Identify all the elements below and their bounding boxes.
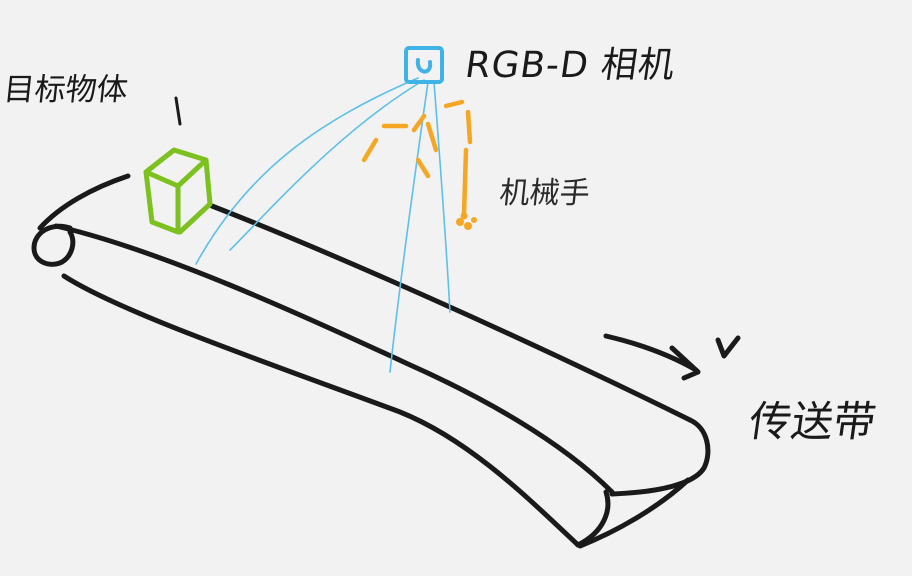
gripper-icon [456, 212, 477, 230]
cube-right-face [177, 157, 213, 235]
arrow-shaft [603, 333, 699, 373]
camera-ray-1 [195, 77, 419, 265]
cube-front-face [143, 169, 181, 235]
gripper-dot-1 [456, 218, 464, 226]
velocity-mark-v [715, 335, 741, 359]
conveyor-label: 传送带 [746, 397, 880, 446]
camera-body [404, 46, 444, 84]
camera-ray-2 [229, 79, 425, 251]
cube-top-face [143, 147, 209, 189]
arm-base-left [361, 137, 379, 163]
conveyor-right-end-curve [575, 489, 611, 548]
gripper-dot-2 [464, 222, 472, 230]
conveyor-top-edge-left [37, 173, 131, 231]
robot-arm-label: 机械手 [497, 176, 592, 211]
conveyor-right-roller [609, 417, 711, 497]
rgbd-camera-label: RGB-D 相机 [462, 45, 679, 86]
target-label-leader [174, 96, 182, 126]
arm-link-2 [411, 113, 427, 133]
conveyor-right-underside [577, 477, 691, 549]
rgbd-camera-icon [404, 46, 444, 84]
conveyor-belt [31, 173, 711, 549]
arm-joint [425, 121, 439, 153]
conveyor-left-roller [31, 223, 76, 267]
target-object-cube [143, 147, 213, 235]
arm-link-4 [465, 109, 473, 145]
arm-link-3 [443, 99, 465, 109]
gripper-dot-4 [471, 217, 477, 223]
arm-forearm [461, 147, 469, 217]
target-object-label: 目标物体 [1, 72, 130, 108]
gripper-dot-3 [460, 212, 468, 220]
camera-lens [415, 58, 433, 74]
conveyor-direction-arrow [603, 333, 741, 381]
arrow-head [669, 345, 701, 381]
camera-ray-4 [433, 81, 451, 313]
conveyor-front-edge [53, 223, 615, 495]
robot-arm [361, 99, 473, 217]
conveyor-bottom-edge [61, 273, 581, 548]
conveyor-top-edge-right [209, 203, 693, 423]
arm-lower [415, 157, 431, 179]
